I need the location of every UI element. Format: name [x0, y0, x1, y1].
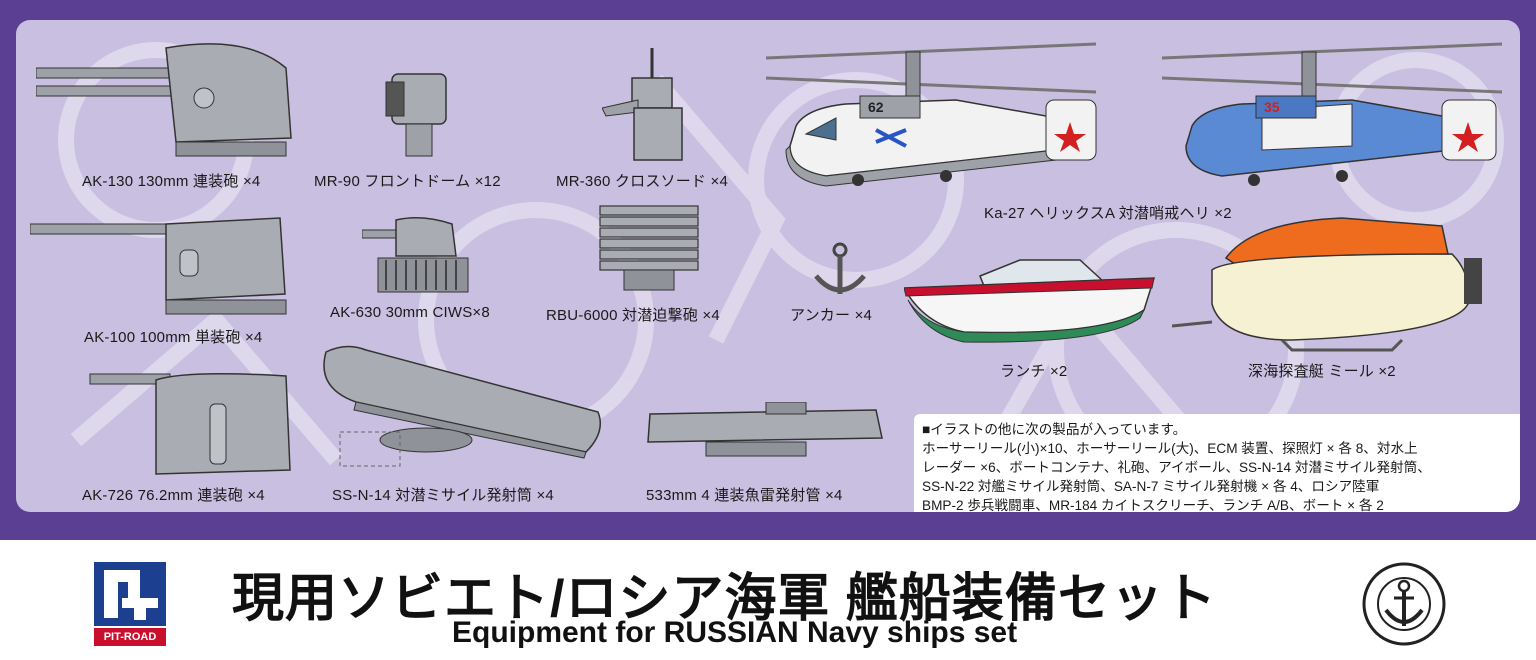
ak630-illustration: [362, 217, 469, 293]
note-line: BMP-2 歩兵戦闘車、MR-184 カイトスクリーチ、ランチ A/B、ボート …: [922, 498, 1384, 512]
product-title-jp: 現用ソビエト/ロシア海軍 艦船装備セット: [232, 570, 1217, 628]
ak100-label: AK-100 100mm 単装砲 ×4: [84, 329, 263, 346]
anchor-label: アンカー ×4: [790, 307, 873, 324]
pit-road-logo: [94, 562, 166, 626]
mr90-label: MR-90 フロントドーム ×12: [314, 173, 501, 190]
ka27-helicopter-1: 62: [765, 42, 1097, 187]
mir-label: 深海探査艇 ミール ×2: [1248, 363, 1396, 380]
torpedo-tubes-illustration: [647, 402, 883, 457]
heli-number-62: 62: [868, 99, 884, 115]
ak726-label: AK-726 76.2mm 連装砲 ×4: [82, 487, 265, 504]
ka27-helicopter-2: 35: [1161, 42, 1503, 186]
product-title-en: Equipment for RUSSIAN Navy ships set: [452, 616, 1018, 649]
rbu6000-illustration: [599, 205, 699, 291]
note-line: レーダー ×6、ボートコンテナ、礼砲、アイボール、SS-N-14 対潜ミサイル発…: [922, 460, 1431, 475]
rbu6000-label: RBU-6000 対潜迫撃砲 ×4: [546, 307, 720, 324]
note-line: ■イラストの他に次の製品が入っています。: [922, 422, 1187, 437]
ssn14-label: SS-N-14 対潜ミサイル発射筒 ×4: [332, 487, 554, 504]
illustration-panel: AK-130 130mm 連装砲 ×4 MR-90 フロントドーム ×12 MR…: [16, 20, 1520, 512]
launch-boat-illustration: [904, 259, 1156, 343]
included-items-note: ■イラストの他に次の製品が入っています。 ホーサーリール(小)×10、ホーサーリ…: [914, 414, 1520, 512]
ak100-illustration: [30, 217, 287, 315]
ak726-illustration: [89, 373, 291, 475]
anchor-illustration: [814, 242, 866, 294]
mir-submersible-illustration: [1172, 217, 1482, 352]
ka27-label: Ka-27 ヘリックスA 対潜哨戒ヘリ ×2: [984, 205, 1232, 222]
note-line: ホーサーリール(小)×10、ホーサーリール(大)、ECM 装置、探照灯 × 各 …: [922, 441, 1418, 456]
mr360-illustration: [602, 48, 683, 161]
ak630-label: AK-630 30mm CIWS×8: [330, 304, 490, 321]
heli-number-35: 35: [1264, 99, 1280, 115]
ak130-label: AK-130 130mm 連装砲 ×4: [82, 173, 261, 190]
mr90-illustration: [385, 73, 447, 157]
note-line: SS-N-22 対艦ミサイル発射筒、SA-N-7 ミサイル発射機 × 各 4、ロ…: [922, 479, 1380, 494]
launch-label: ランチ ×2: [1000, 363, 1068, 380]
torpedo-label: 533mm 4 連装魚雷発射管 ×4: [646, 487, 843, 504]
mr360-label: MR-360 クロスソード ×4: [556, 173, 728, 190]
sky-wave-series-seal: [1362, 562, 1446, 646]
ssn14-illustration: [323, 345, 601, 467]
ak130-illustration: [36, 43, 292, 157]
title-bar: [0, 540, 1536, 660]
brand-logo-text: PIT-ROAD: [94, 628, 166, 646]
